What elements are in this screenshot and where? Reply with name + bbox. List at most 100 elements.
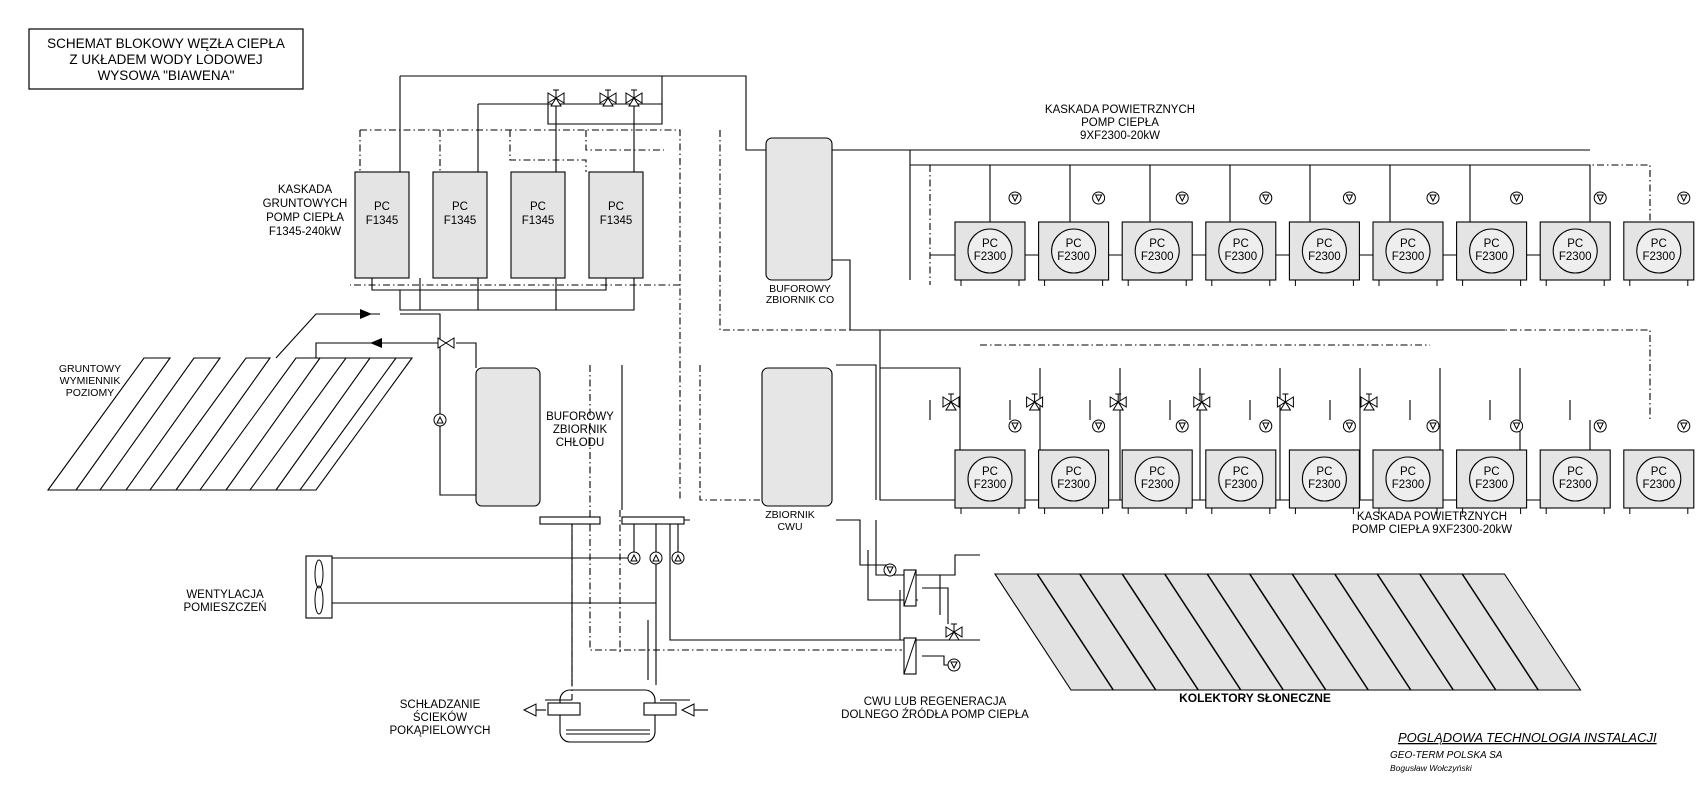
- air-pump-line2: F2300: [1559, 479, 1592, 491]
- air-heat-pumps-top: PCF2300PCF2300PCF2300PCF2300PCF2300PCF23…: [954, 191, 1695, 286]
- pump-icon: [1342, 419, 1356, 433]
- buffer-cold-label-3: CHŁODU: [556, 437, 605, 449]
- waste-cooling-label: SCHŁADZANIE ŚCIEKÓW POKĄPIELOWYCH: [390, 699, 491, 737]
- pump-icon: [1175, 419, 1189, 433]
- footer-company: GEO-TERM POLSKA SA: [1390, 750, 1503, 761]
- buffer-co-label-2: ZBIORNIK CO: [766, 294, 834, 306]
- pump-icon: [1259, 191, 1273, 205]
- waste-label-3: POKĄPIELOWYCH: [390, 725, 491, 737]
- pump-icon: [947, 658, 961, 672]
- cwu-tank: [761, 367, 833, 507]
- air-pump-line1: PC: [1233, 238, 1249, 250]
- air-cascade-top-label: KASKADA POWIETRZNYCH POMP CIEPŁA 9XF2300…: [1045, 104, 1195, 142]
- air-pump-line2: F2300: [974, 251, 1007, 263]
- title-line-2: Z UKŁADEM WODY LODOWEJ: [69, 52, 262, 67]
- footer: POGLĄDOWA TECHNOLOGIA INSTALACJI GEO-TER…: [1390, 730, 1657, 773]
- air-pump-line2: F2300: [1308, 251, 1341, 263]
- ground-pump-line2: F1345: [522, 215, 555, 227]
- air-pump-line2: F2300: [974, 479, 1007, 491]
- plate-heat-exchanger: [903, 569, 917, 607]
- waste-label-1: SCHŁADZANIE: [400, 699, 481, 711]
- footer-author: Bogusław Wołczyński: [1390, 763, 1473, 773]
- ground-cascade-label-3: POMP CIEPŁA: [266, 212, 344, 224]
- air-pump-line2: F2300: [1642, 251, 1675, 263]
- title-block: SCHEMAT BLOKOWY WĘZŁA CIEPŁA Z UKŁADEM W…: [28, 28, 304, 90]
- ground-pump-line1: PC: [452, 201, 468, 213]
- pump-icon: [1008, 191, 1022, 205]
- ventilation-label-2: POMIESZCZEŃ: [183, 601, 266, 614]
- air-pump-line2: F2300: [1224, 251, 1257, 263]
- air-pump-line2: F2300: [1141, 251, 1174, 263]
- title-line-1: SCHEMAT BLOKOWY WĘZŁA CIEPŁA: [47, 36, 285, 51]
- pump-icon: [1092, 191, 1106, 205]
- air-pump-line1: PC: [1233, 466, 1249, 478]
- ventilation-label-1: WENTYLACJA: [186, 589, 264, 601]
- waste-exchanger: [547, 702, 581, 716]
- ground-exchanger-label-2: WYMIENNIK: [60, 375, 121, 387]
- air-pump-line1: PC: [1567, 238, 1583, 250]
- ground-exchanger-label-1: GRUNTOWY: [59, 363, 121, 375]
- solar-collector-panel: [1461, 573, 1582, 691]
- ground-cascade-label-1: KASKADA: [278, 184, 333, 196]
- ventilation-label: WENTYLACJA POMIESZCZEŃ: [183, 589, 266, 614]
- solar-collectors: [993, 573, 1582, 691]
- plate-heat-exchanger: [903, 637, 917, 675]
- ground-pump-line2: F1345: [444, 215, 477, 227]
- waste-label-2: ŚCIEKÓW: [413, 711, 467, 724]
- buffer-cold-label-2: ZBIORNIK: [553, 424, 608, 436]
- air-pump-line1: PC: [1316, 466, 1332, 478]
- pump-icon: [671, 551, 685, 565]
- cwu-tank-label-2: CWU: [777, 521, 802, 533]
- air-pump-line2: F2300: [1057, 251, 1090, 263]
- ground-cascade-label-4: F1345-240kW: [269, 226, 341, 238]
- ground-cascade-label: KASKADA GRUNTOWYCH POMP CIEPŁA F1345-240…: [263, 184, 348, 238]
- buffer-tank-cold: [475, 367, 541, 507]
- pump-icon: [1342, 191, 1356, 205]
- pump-icon: [1426, 419, 1440, 433]
- air-cascade-bottom-label: KASKADA POWIETRZNYCH POMP CIEPŁA 9XF2300…: [1352, 511, 1512, 536]
- valve-icon: [942, 393, 960, 411]
- buffer-co-label-1: BUFOROWY: [769, 283, 831, 295]
- air-pump-line2: F2300: [1224, 479, 1257, 491]
- valve-icon: [945, 623, 963, 641]
- ground-pump-line1: PC: [530, 201, 546, 213]
- air-pump-line2: F2300: [1475, 251, 1508, 263]
- air-pump-line1: PC: [1400, 238, 1416, 250]
- ground-exchanger-coil: [46, 357, 414, 491]
- air-bottom-label-1: KASKADA POWIETRZNYCH: [1357, 511, 1507, 523]
- air-pump-line1: PC: [1651, 238, 1667, 250]
- air-pump-line1: PC: [1149, 238, 1165, 250]
- air-pump-line1: PC: [1149, 466, 1165, 478]
- arrow-left-icon: [522, 703, 537, 717]
- pump-icon: [883, 563, 897, 577]
- footer-title: POGLĄDOWA TECHNOLOGIA INSTALACJI: [1398, 730, 1657, 745]
- air-pump-line2: F2300: [1559, 251, 1592, 263]
- air-heat-pumps-bottom: PCF2300PCF2300PCF2300PCF2300PCF2300PCF23…: [942, 393, 1695, 514]
- pump-icon: [1426, 191, 1440, 205]
- ground-heat-pump: PC F1345: [432, 171, 488, 279]
- pump-icon: [1593, 191, 1607, 205]
- pump-icon: [433, 413, 447, 427]
- waste-exchanger: [643, 702, 677, 716]
- pump-icon: [649, 551, 663, 565]
- air-pump-line1: PC: [1066, 466, 1082, 478]
- pump-icon: [1510, 191, 1524, 205]
- arrow-left-icon: [680, 703, 695, 717]
- pump-icon: [1259, 419, 1273, 433]
- buffer-cold-label: BUFOROWY ZBIORNIK CHŁODU: [546, 411, 614, 449]
- flow-arrow-icon: [370, 338, 382, 348]
- air-pump-line2: F2300: [1475, 479, 1508, 491]
- buffer-co-label: BUFOROWY ZBIORNIK CO: [766, 283, 834, 306]
